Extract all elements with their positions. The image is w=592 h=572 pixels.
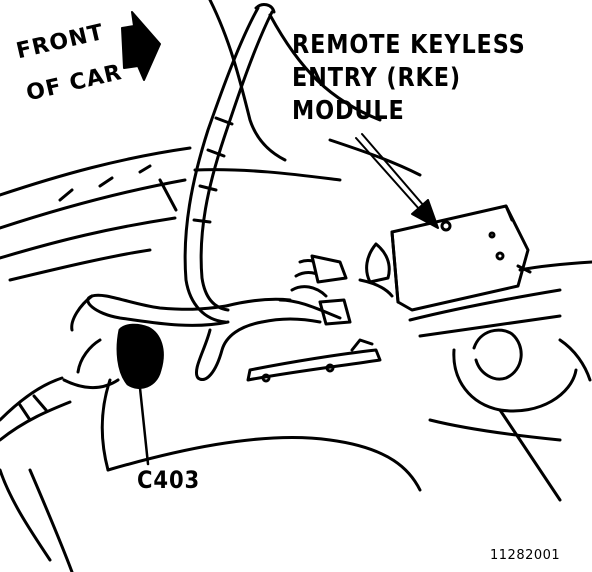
c403-connector	[62, 323, 164, 389]
rke-module-label-line2: ENTRY (RKE)	[292, 63, 461, 93]
figure-number: 11282001	[490, 548, 561, 563]
rke-module	[358, 204, 532, 312]
right-component	[428, 328, 592, 502]
mounting-bracket	[246, 260, 592, 383]
connector-label: C403	[137, 466, 201, 494]
fender-outline	[0, 376, 422, 572]
direction-arrow-icon	[121, 11, 161, 81]
module-connectors	[260, 254, 352, 326]
rke-module-label-line3: MODULE	[292, 96, 405, 126]
rke-module-label-line1: REMOTE KEYLESS	[292, 30, 526, 60]
c403-pointer-line	[138, 386, 150, 466]
module-pointer-arrow	[355, 133, 439, 229]
wiring-harness	[70, 3, 292, 381]
